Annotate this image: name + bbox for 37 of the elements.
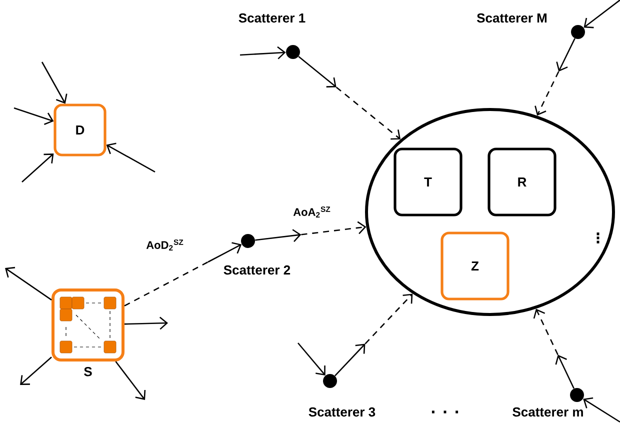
scatterer-label: Scatterer 3 [308,407,376,417]
arrow [334,294,413,376]
component-box: T [394,148,462,216]
ellipsis: . . . [432,410,458,414]
arrow [115,361,146,400]
scatterer-dot [323,374,337,388]
arrow [22,154,54,182]
arrow [240,46,286,60]
receiver-circle [365,108,615,316]
arrow [298,56,401,140]
component-box: D [54,104,106,156]
scatterer-dot [570,388,584,402]
arrow [298,342,326,376]
arrow [533,308,574,389]
arrow [20,356,52,385]
arrow [41,62,68,104]
scatterer-label: Scatterer M [476,13,547,23]
scatterer-label: Scatterer m [512,407,583,417]
arrow [584,0,620,28]
arrow [534,38,576,116]
arrow [124,316,168,330]
component-box: Z [440,232,510,300]
arrow [14,107,54,125]
arrow [583,397,620,423]
arrow [5,266,52,300]
node-label: S [84,367,92,376]
ellipsis: ⋮ [596,232,600,244]
arrow [255,221,366,242]
scatterer-dot [571,25,585,39]
antenna-array-box: S [52,288,124,376]
scatterer-label: Scatterer 2 [224,265,290,275]
scatterer-dot [241,234,255,248]
component-box: R [488,148,556,216]
scatterer-label: Scatterer 1 [238,13,306,23]
arrow [124,242,242,306]
arrow [106,142,156,173]
scatterer-dot [286,45,300,59]
